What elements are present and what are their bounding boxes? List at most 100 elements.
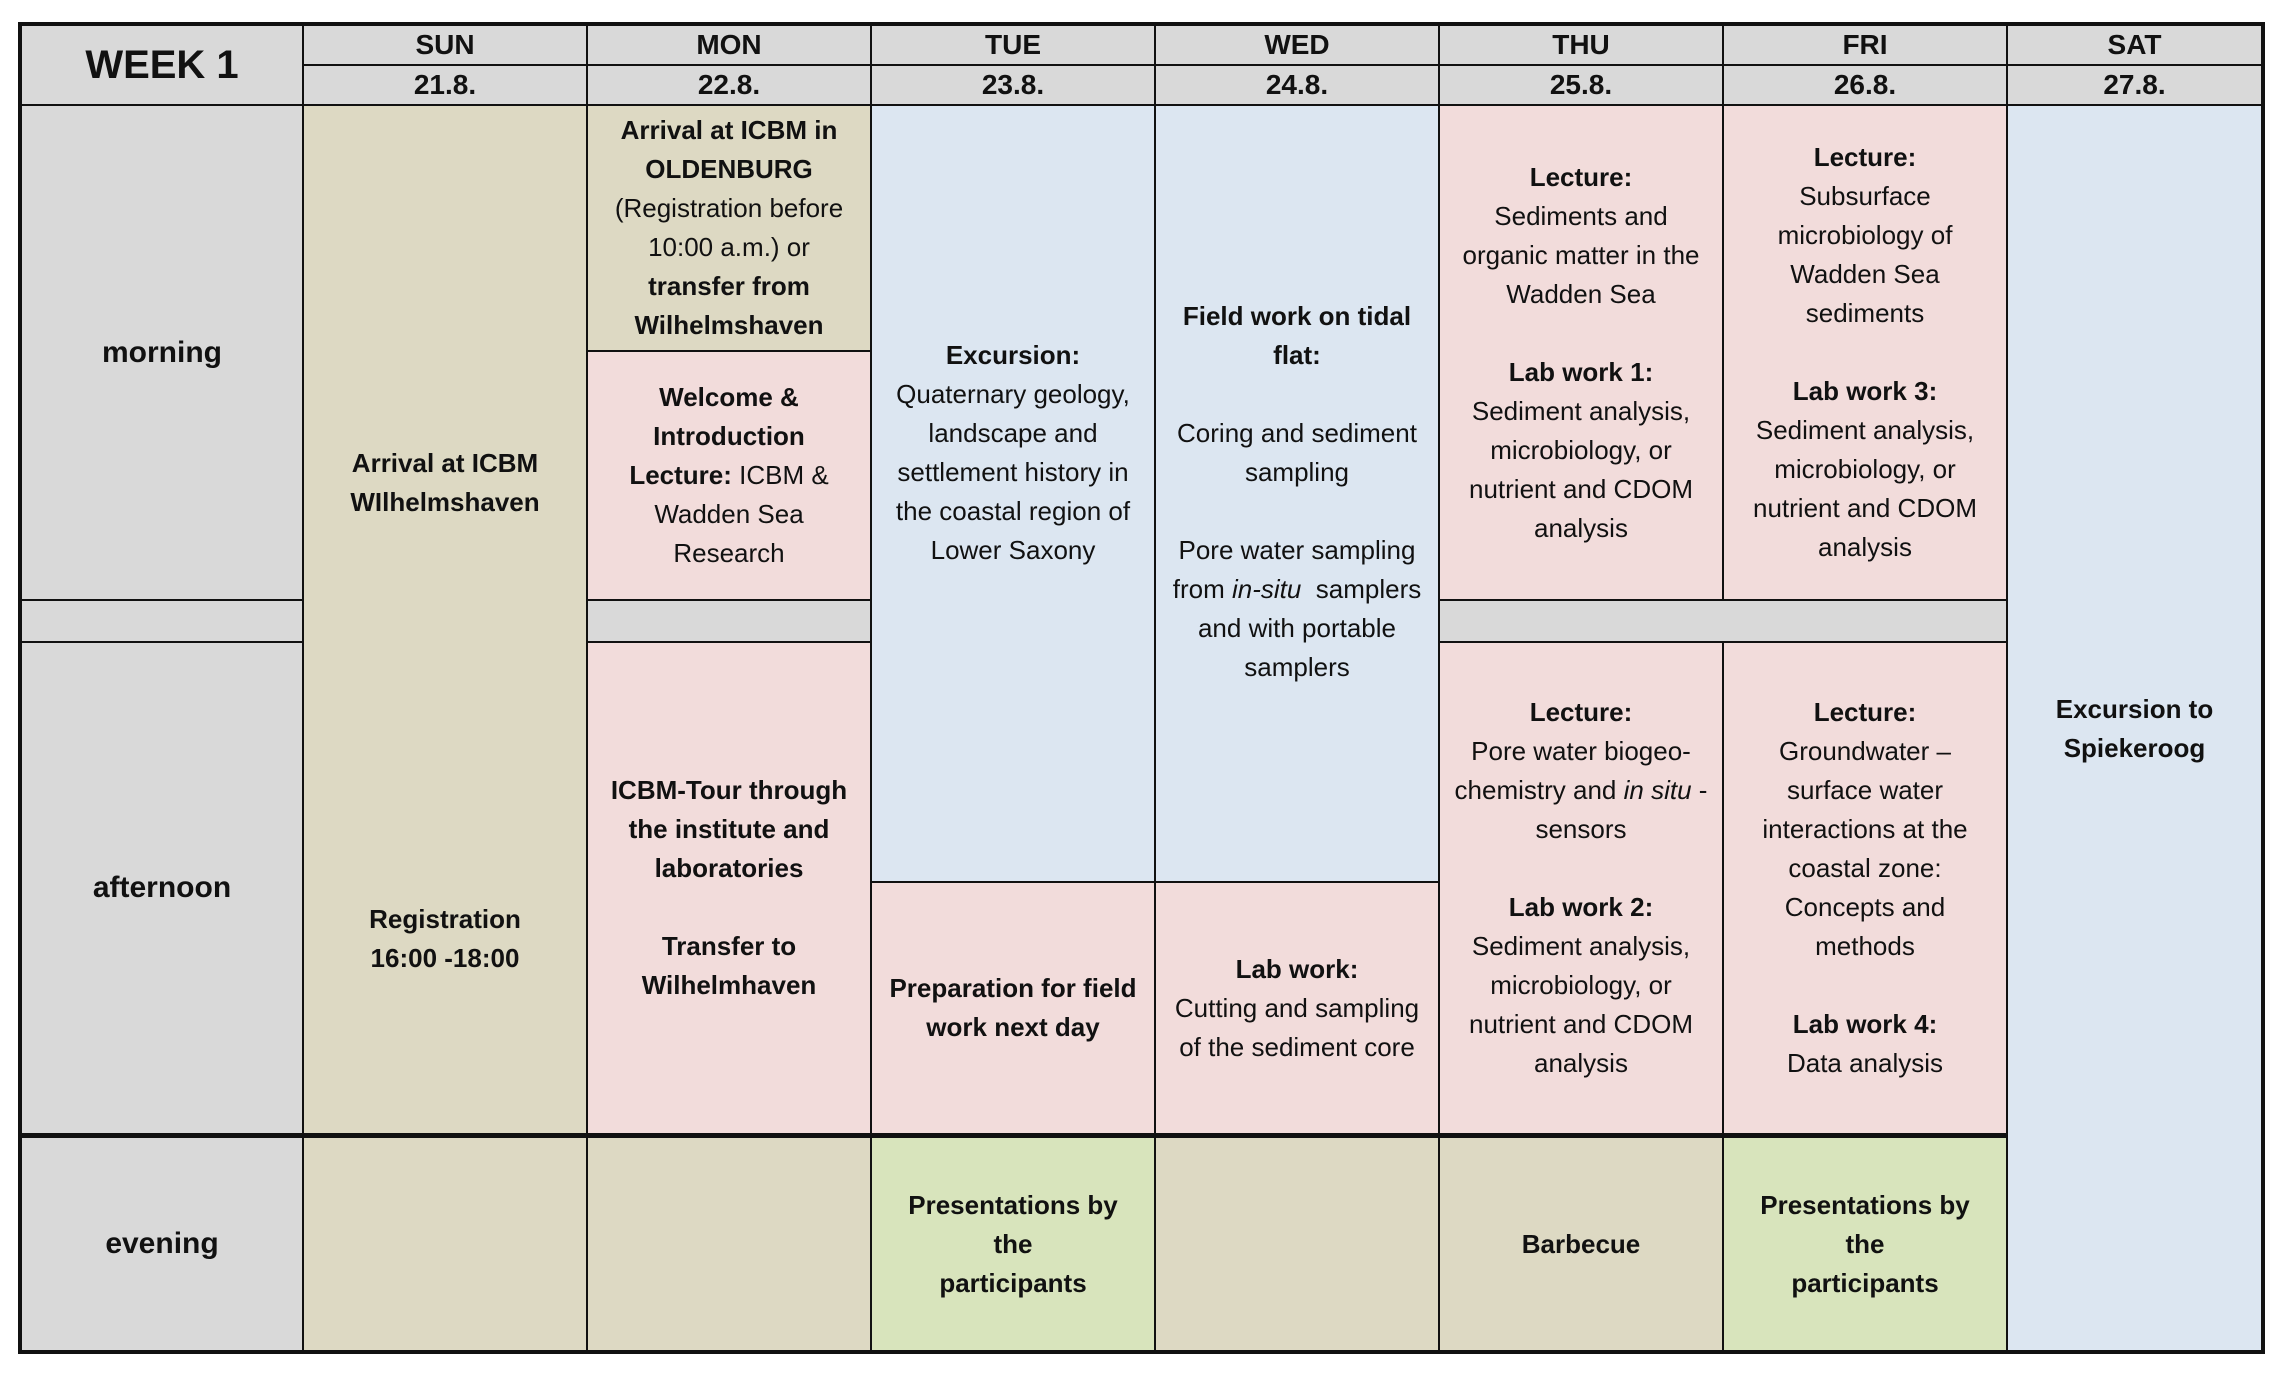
mon-welcome-text: Welcome & Introduction Lecture: ICBM & W…: [615, 378, 842, 573]
thu-lab2-1: Sediment analysis,: [1471, 931, 1691, 961]
thu-morning-text: Lecture: Sediments and organic matter in…: [1448, 158, 1713, 548]
thu-lecture2-2: chemistry and in situ -: [1455, 771, 1708, 810]
wed-field-cell: Field work on tidal flat: Coring and sed…: [1156, 106, 1438, 881]
wed-lab-label: Lab work:: [1235, 953, 1359, 984]
day-date-thu: 25.8.: [1440, 66, 1722, 104]
sun-arrival-cell: Arrival at ICBM WIlhelmshaven Registrati…: [304, 106, 586, 1133]
thu-lecture-label: Lecture:: [1529, 161, 1633, 192]
day-name-wed: WED: [1156, 26, 1438, 64]
thu-lab1-label: Lab work 1:: [1508, 356, 1654, 387]
sun-arrival-text: Arrival at ICBM WIlhelmshaven: [336, 444, 553, 522]
fri-lab4-1: Data analysis: [1786, 1048, 1944, 1078]
fri-lecture2-4: coastal zone:: [1788, 853, 1942, 883]
fri-lecture2-3: interactions at the: [1762, 814, 1968, 844]
tue-excursion2: landscape and: [928, 418, 1098, 448]
fri-lab3-1: Sediment analysis,: [1755, 415, 1975, 445]
week-title: WEEK 1: [22, 26, 302, 104]
mon-evening-cell: [588, 1135, 870, 1350]
fri-evening2: participants: [1791, 1267, 1939, 1298]
day-date-mon: 22.8.: [588, 66, 870, 104]
wed-lab1: Cutting and sampling: [1174, 992, 1420, 1023]
fri-evening-text: Presentations by the participants: [1724, 1186, 2006, 1303]
day-date-fri: 26.8.: [1724, 66, 2006, 104]
fri-lecture4: sediments: [1805, 298, 1925, 328]
sun-evening-cell: [304, 1135, 586, 1350]
thu-lab1-1: Sediment analysis,: [1471, 395, 1691, 426]
mon-lecture-text2: Wadden Sea: [654, 499, 804, 529]
fri-lab3-4: analysis: [1818, 532, 1912, 562]
fri-lecture-label: Lecture:: [1813, 142, 1917, 172]
fri-lecture2-5: Concepts and: [1784, 892, 1946, 922]
day-name-tue: TUE: [872, 26, 1154, 64]
row-label-afternoon: afternoon: [22, 643, 302, 1133]
sun-arrival-line1: Arrival at ICBM: [351, 448, 539, 478]
sun-registration-time: 16:00 -18:00: [370, 943, 520, 973]
mon-arrival-reg2: 10:00 a.m.) or: [648, 232, 810, 262]
wed-field2: flat:: [1273, 340, 1321, 370]
tue-excursion-label: Excursion:: [945, 340, 1081, 370]
wed-pore2c: samplers: [1301, 574, 1422, 604]
thu-fri-break-cell: [1440, 601, 2006, 641]
day-date-tue: 23.8.: [872, 66, 1154, 104]
wed-pore2: from in-situ samplers: [1173, 570, 1422, 609]
day-date-wed: 24.8.: [1156, 66, 1438, 104]
sun-registration-text: Registration 16:00 -18:00: [355, 900, 535, 978]
thu-lab2-2: microbiology, or: [1490, 970, 1672, 1000]
mon-lecture-label: Lecture:: [629, 460, 732, 490]
mon-tour3: laboratories: [654, 853, 804, 883]
mon-arrival-transfer1: transfer from: [648, 271, 810, 301]
thu-lecture2-label: Lecture:: [1529, 697, 1633, 727]
mon-welcome-cell: Welcome & Introduction Lecture: ICBM & W…: [588, 352, 870, 599]
fri-lecture2-2: surface water: [1786, 775, 1944, 805]
fri-lecture2-1: Groundwater –: [1779, 736, 1951, 766]
thu-lab1-4: analysis: [1534, 512, 1628, 543]
fri-evening1: Presentations by the: [1760, 1189, 1970, 1259]
fri-afternoon-text: Lecture: Groundwater – surface water int…: [1748, 693, 1981, 1083]
wed-field-text: Field work on tidal flat: Coring and sed…: [1159, 297, 1436, 687]
day-name-sun: SUN: [304, 26, 586, 64]
wed-pore1: Pore water sampling: [1178, 535, 1416, 565]
day-date-sun: 21.8.: [304, 66, 586, 104]
sun-arrival-line2: WIlhelmshaven: [350, 487, 540, 517]
thu-afternoon-cell: Lecture: Pore water biogeo- chemistry an…: [1440, 643, 1722, 1133]
wed-pore3: and with portable: [1197, 613, 1396, 643]
thu-evening-cell: Barbecue: [1440, 1135, 1722, 1350]
wed-lab2: of the sediment core: [1179, 1031, 1415, 1062]
thu-morning-cell: Lecture: Sediments and organic matter in…: [1440, 106, 1722, 599]
day-name-sat: SAT: [2008, 26, 2261, 64]
fri-lecture2-label: Lecture:: [1813, 697, 1917, 727]
mon-arrival-text: Arrival at ICBM in OLDENBURG (Registrati…: [601, 111, 857, 345]
row-label-evening: evening: [22, 1135, 302, 1350]
thu-lab1-3: nutrient and CDOM: [1469, 473, 1693, 504]
mon-tour2: the institute and: [628, 814, 830, 844]
wed-pore2b: in-situ: [1231, 574, 1302, 604]
tue-evening-text: Presentations by the participants: [872, 1186, 1154, 1303]
thu-lab2-4: analysis: [1534, 1048, 1628, 1078]
thu-lecture2-2b: in situ: [1623, 775, 1692, 805]
fri-evening-cell: Presentations by the participants: [1724, 1135, 2006, 1350]
mon-tour1: ICBM-Tour through: [610, 775, 848, 805]
tue-evening2: participants: [939, 1267, 1087, 1298]
fri-lecture3: Wadden Sea: [1790, 259, 1940, 289]
mon-arrival-transfer2: Wilhelmshaven: [634, 310, 824, 340]
wed-lab-text: Lab work: Cutting and sampling of the se…: [1161, 950, 1433, 1067]
mon-arrival-bold1: Arrival at ICBM in: [620, 115, 838, 145]
day-date-sat: 27.8.: [2008, 66, 2261, 104]
wed-block: Field work on tidal flat: Coring and sed…: [1156, 106, 1438, 1133]
sat-excursion2: Spiekeroog: [2063, 733, 2206, 763]
tue-excursion-text: Excursion: Quaternary geology, landscape…: [882, 336, 1144, 570]
tue-excursion3: settlement history in: [897, 457, 1129, 487]
row-label-morning: morning: [22, 106, 302, 599]
tue-prep1: Preparation for field: [889, 973, 1137, 1003]
mon-lecture-text1: ICBM &: [731, 460, 829, 490]
thu-lecture1: Sediments and: [1494, 200, 1668, 231]
wed-evening-cell: [1156, 1135, 1438, 1350]
tue-prep2: work next day: [926, 1012, 1100, 1042]
fri-lab3-2: microbiology, or: [1774, 454, 1956, 484]
mon-morning-block: Arrival at ICBM in OLDENBURG (Registrati…: [588, 106, 870, 599]
fri-lecture1: Subsurface: [1799, 181, 1931, 211]
mon-lecture-line: Lecture: ICBM &: [629, 456, 828, 495]
sun-registration: Registration: [369, 904, 521, 934]
fri-morning-text: Lecture: Subsurface microbiology of Wadd…: [1739, 138, 1991, 567]
thu-evening: Barbecue: [1521, 1228, 1641, 1259]
